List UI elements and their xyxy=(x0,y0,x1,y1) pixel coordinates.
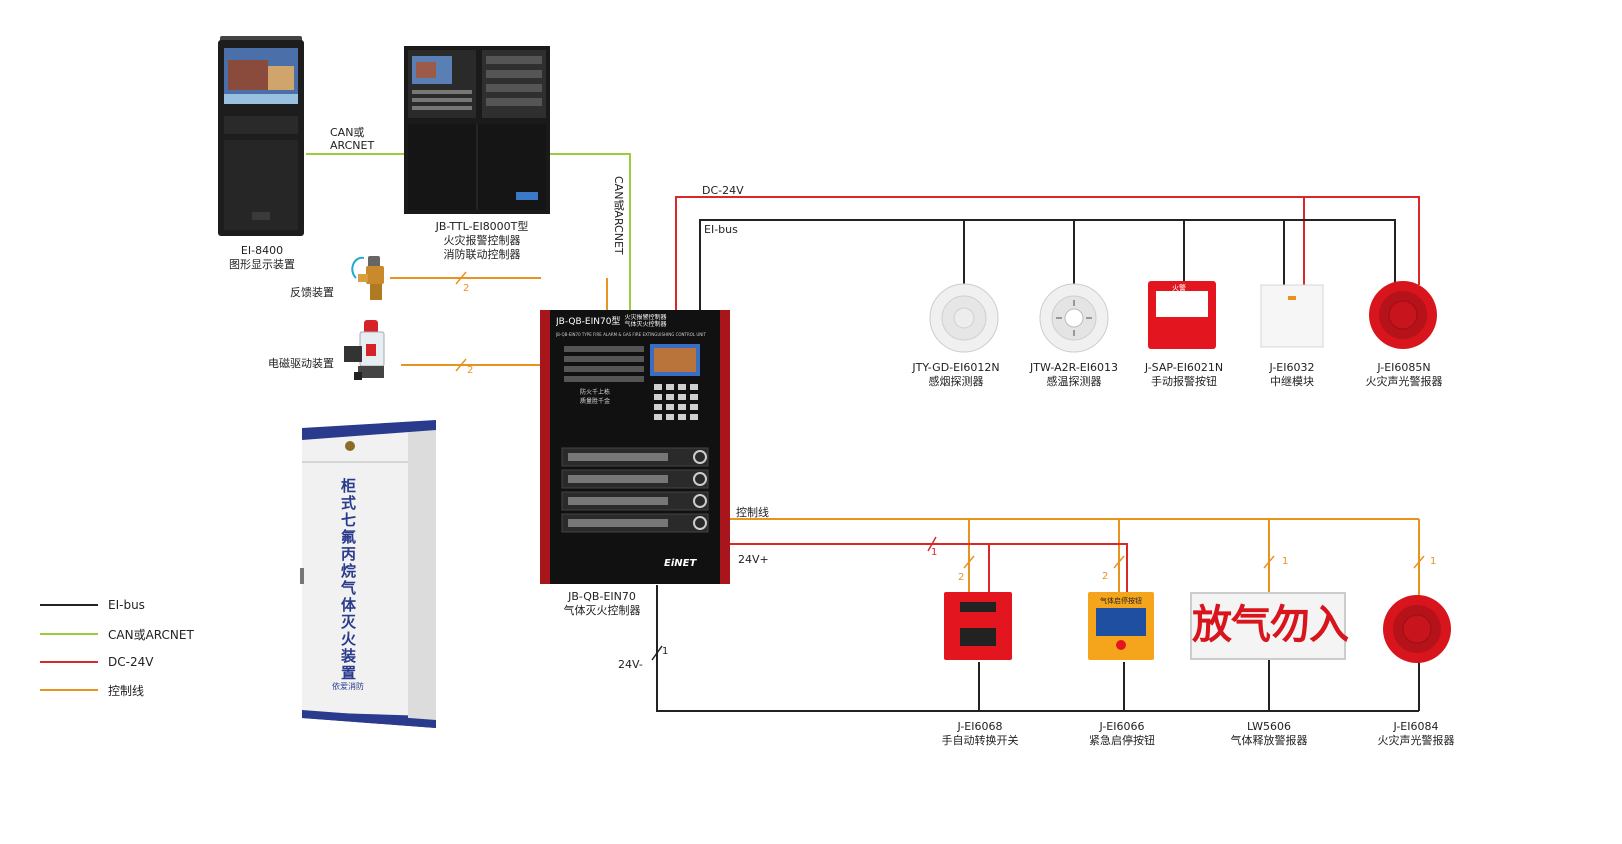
legend-label: CAN或ARCNET xyxy=(108,627,194,642)
slash-mark xyxy=(1263,555,1275,569)
legend-item-can: CAN或ARCNET xyxy=(40,626,194,642)
feedback-device-label: 反馈装置 xyxy=(290,286,334,299)
panel-brand: EiNET xyxy=(664,558,697,569)
feedback-device-icon xyxy=(351,256,384,300)
slash-mark xyxy=(455,271,467,285)
dc24v-wires xyxy=(675,196,1420,598)
legend-label: DC-24V xyxy=(108,655,154,669)
release-sign-text: 放气勿入 xyxy=(1192,602,1349,648)
can-arcnet-vertical-label: CAN或ARCNET xyxy=(612,176,625,255)
switch-ctrl-wire-count: 2 xyxy=(958,572,965,583)
solenoid-device-icon xyxy=(344,320,385,380)
cabinet-brand: 依爱消防 xyxy=(332,682,364,691)
graphic-display-kiosk xyxy=(218,36,304,236)
manual-call-point-icon: 火警 xyxy=(1148,281,1216,349)
sounder-strobe-bottom-icon xyxy=(1383,595,1451,663)
slash-mark xyxy=(1413,555,1425,569)
slash-mark xyxy=(927,536,937,552)
minus-24v-wire-count: 1 xyxy=(662,646,669,657)
slash-mark xyxy=(651,645,663,661)
slash-mark xyxy=(455,358,467,372)
solenoid-wire-count: 2 xyxy=(467,365,474,376)
panel-title-cn2: 气体灭火控制器 xyxy=(624,321,667,328)
gas-controller-panel: JB-QB-EIN70型 火灾报警控制器 气体灭火控制器 JB-QB-EIN70… xyxy=(540,310,730,584)
eibus-wires xyxy=(656,219,1420,712)
alarm-controller-label: JB-TTL-EI8000T型 火灾报警控制器 消防联动控制器 xyxy=(435,220,529,261)
auto-manual-switch-icon xyxy=(944,592,1012,660)
sounder-strobe-top-icon xyxy=(1369,281,1437,349)
slash-mark xyxy=(1113,555,1125,569)
legend-label: EI-bus xyxy=(108,598,145,612)
emergency-button-face-text: 气体启停按钮 xyxy=(1100,597,1142,605)
legend-item-eibus: EI-bus xyxy=(40,597,145,613)
sounder-ctrl-wire-count: 1 xyxy=(1430,556,1437,567)
dc24v-label: DC-24V xyxy=(702,184,744,197)
panel-subtitle: JB-QB-EIN70 TYPE FIRE ALARM & GAS FIRE E… xyxy=(556,332,706,337)
red-24v-wire-count: 1 xyxy=(931,547,938,558)
legend-item-dc24v: DC-24V xyxy=(40,654,153,670)
legend-item-control: 控制线 xyxy=(40,682,144,698)
legend-swatch xyxy=(40,661,98,663)
legend-swatch xyxy=(40,689,98,691)
emergency-button-icon: 气体启停按钮 xyxy=(1088,592,1154,660)
gas-extinguishing-cabinet xyxy=(300,420,436,728)
24v-minus-label: 24V- xyxy=(618,658,643,671)
panel-slogan-1: 防火千上栋 xyxy=(580,389,611,396)
relay-module-icon xyxy=(1260,284,1324,348)
heat-detector-icon xyxy=(1039,283,1109,353)
panel-title: JB-QB-EIN70型 xyxy=(556,317,621,327)
feedback-wire-count: 2 xyxy=(463,283,470,294)
control-line-label: 控制线 xyxy=(736,506,769,519)
cabinet-label: 柜式七氟丙烷气体灭火装置 xyxy=(339,478,357,682)
panel-title-cn1: 火灾报警控制器 xyxy=(624,314,667,321)
can-arcnet-wires xyxy=(306,153,631,312)
control-wires xyxy=(390,277,1420,600)
legend-label: 控制线 xyxy=(108,683,145,698)
panel-face xyxy=(561,344,709,533)
solenoid-device-label: 电磁驱动装置 xyxy=(268,357,334,370)
24v-plus-label: 24V+ xyxy=(738,553,769,566)
legend-swatch xyxy=(40,604,98,606)
button-ctrl-wire-count: 2 xyxy=(1102,571,1109,582)
slash-mark xyxy=(963,555,975,569)
smoke-detector-icon xyxy=(929,283,999,353)
panel-slogan-2: 质量胜千金 xyxy=(580,398,611,405)
release-sign-icon: 放气勿入 xyxy=(1190,592,1349,660)
manual-call-point-face-text: 火警 xyxy=(1172,284,1186,292)
sign-ctrl-wire-count: 1 xyxy=(1282,556,1289,567)
alarm-controller-cabinet xyxy=(404,46,550,214)
eibus-label: EI-bus xyxy=(704,223,738,236)
legend-swatch xyxy=(40,633,98,635)
